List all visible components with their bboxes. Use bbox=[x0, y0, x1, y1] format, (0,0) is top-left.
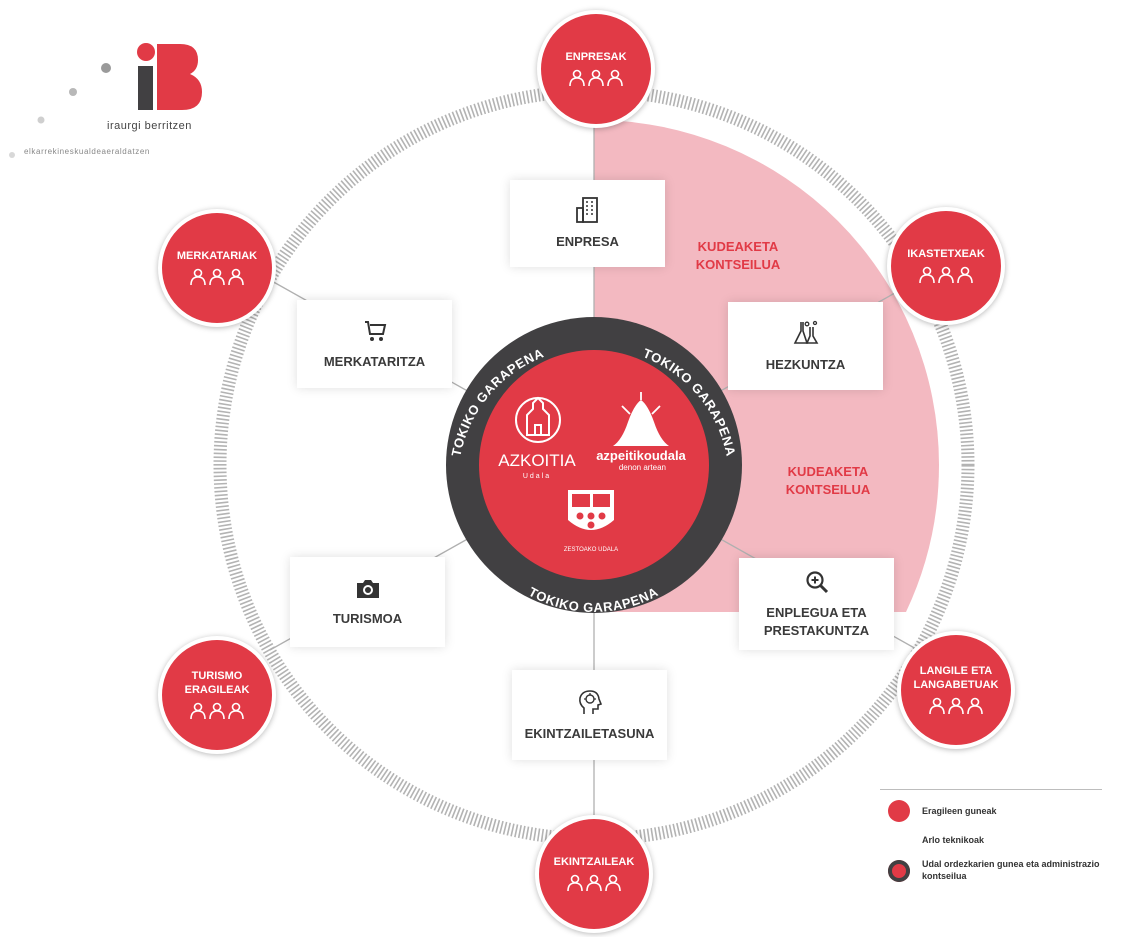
legend-label-agents: Eragileen guneak bbox=[922, 806, 997, 816]
agent-ekintzaileak: EKINTZAILEAK bbox=[535, 815, 653, 933]
area-merkataritza: MERKATARITZA bbox=[297, 300, 452, 388]
agent-ikastetxeak: IKASTETXEAK bbox=[887, 207, 1005, 325]
area-ekintzailetasuna-label: EKINTZAILETASUNA bbox=[524, 725, 655, 741]
area-ekintzailetasuna: EKINTZAILETASUNA bbox=[512, 670, 667, 760]
area-merkataritza-label: MERKATARITZA bbox=[323, 353, 426, 369]
area-enplegua-label: ENPLEGUA ETA PRESTAKUNTZA bbox=[763, 604, 870, 638]
zestoa-name: ZESTOAKO UDALA bbox=[564, 547, 618, 553]
agent-enpresak-label: ENPRESAK bbox=[565, 50, 627, 63]
agent-enpresak: ENPRESAK bbox=[537, 10, 655, 128]
legend-divider bbox=[880, 789, 1102, 790]
area-enpresa: ENPRESA bbox=[510, 180, 665, 267]
people-icon bbox=[569, 70, 623, 87]
council-label-upper: KUDEAKETA KONTSEILUA bbox=[695, 239, 781, 272]
agent-langile-label: LANGILE ETA LANGABETUAK bbox=[913, 664, 999, 691]
agent-turismo-label: TURISMO ERAGILEAK bbox=[184, 669, 250, 696]
legend-swatch-center bbox=[888, 859, 910, 882]
azpeitia-sub: denon artean bbox=[619, 463, 666, 472]
zestoa-shield-icon bbox=[568, 490, 614, 530]
area-enpresa-label: ENPRESA bbox=[556, 234, 619, 250]
area-turismoa: TURISMOA bbox=[290, 557, 445, 647]
logo-dots bbox=[9, 43, 155, 158]
legend-label-technical: Arlo teknikoak bbox=[922, 835, 985, 845]
legend-item-council: Udal ordezkarien gunea eta administrazio… bbox=[888, 859, 1100, 882]
agent-langile-langabetuak: LANGILE ETA LANGABETUAK bbox=[897, 631, 1015, 749]
area-enplegua: ENPLEGUA ETA PRESTAKUNTZA bbox=[739, 558, 894, 650]
azpeitia-name: azpeitikoudala bbox=[596, 448, 686, 463]
magnifier-plus-icon bbox=[805, 571, 828, 594]
logo-tagline: elkarrekineskualdeaeraldatzen bbox=[24, 147, 150, 156]
azpeitia-emblem-icon bbox=[613, 392, 669, 446]
logo-name: iraurgi berritzen bbox=[107, 120, 192, 132]
agent-merkatariak: MERKATARIAK bbox=[158, 209, 276, 327]
shopping-cart-icon bbox=[364, 320, 386, 341]
people-icon bbox=[919, 267, 973, 284]
legend-label-council: Udal ordezkarien gunea eta administrazio… bbox=[922, 859, 1100, 881]
people-icon bbox=[190, 702, 244, 720]
center-core bbox=[479, 350, 709, 580]
agent-turismo-eragileak: TURISMO ERAGILEAK bbox=[158, 636, 276, 754]
camera-icon bbox=[356, 579, 379, 598]
legend-swatch-red bbox=[888, 800, 910, 822]
people-icon bbox=[190, 269, 244, 286]
outer-ring bbox=[213, 84, 975, 846]
area-hezkuntza: HEZKUNTZA bbox=[728, 302, 883, 390]
logo-mark-icon bbox=[138, 44, 202, 110]
lab-flask-icon bbox=[793, 320, 818, 344]
people-icon bbox=[929, 697, 983, 715]
azkoitia-crest-icon bbox=[515, 396, 561, 443]
council-label-lower: KUDEAKETA KONTSEILUA bbox=[785, 464, 871, 497]
head-idea-icon bbox=[578, 689, 602, 714]
agent-merkatariak-label: MERKATARIAK bbox=[176, 249, 258, 262]
people-icon bbox=[567, 875, 621, 892]
legend-swatch-white bbox=[888, 829, 910, 851]
area-hezkuntza-label: HEZKUNTZA bbox=[765, 356, 846, 372]
agent-ekintzaileak-label: EKINTZAILEAK bbox=[553, 855, 635, 868]
area-turismoa-label: TURISMOA bbox=[332, 610, 403, 626]
legend-item-technical: Arlo teknikoak bbox=[888, 829, 984, 851]
agent-ikastetxeak-label: IKASTETXEAK bbox=[907, 247, 985, 260]
azkoitia-sub: Udala bbox=[523, 473, 551, 480]
legend-item-agents: Eragileen guneak bbox=[888, 800, 997, 822]
azkoitia-name: AZKOITIA bbox=[498, 451, 576, 470]
building-icon bbox=[575, 197, 598, 224]
